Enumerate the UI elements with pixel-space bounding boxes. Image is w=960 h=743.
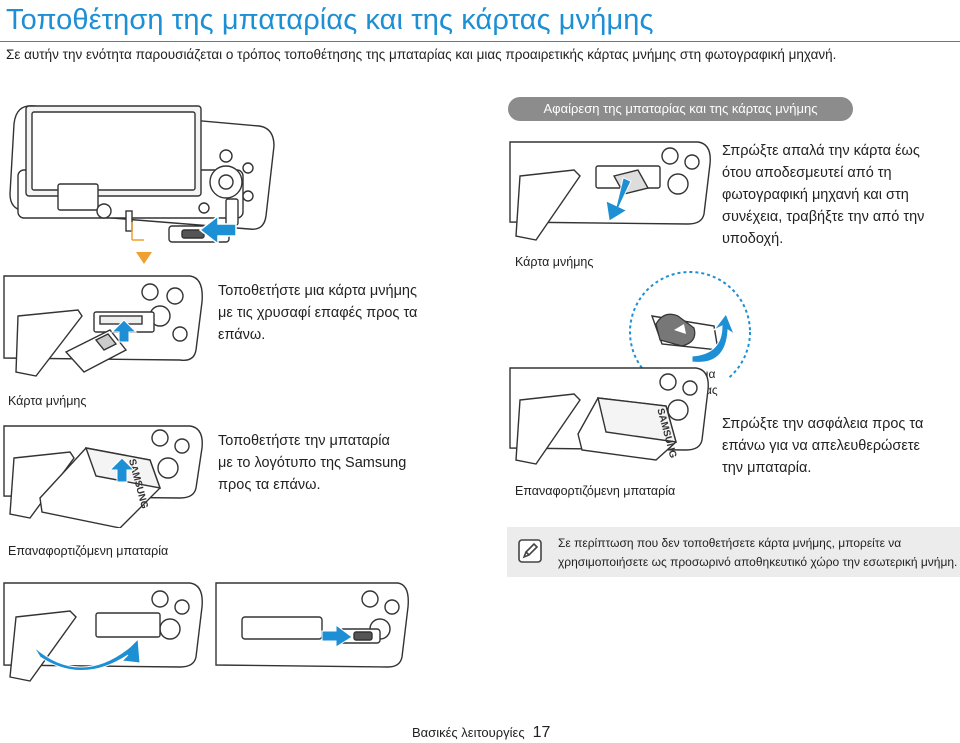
page-footer: Βασικές λειτουργίες 17 [412, 724, 550, 742]
remove-card-illustration [509, 141, 711, 241]
note-box [507, 527, 960, 577]
camera-open-compartment-illustration [9, 105, 275, 246]
remove-battery-instruction: Σπρώξτε την ασφάλεια προς τα επάνω για ν… [722, 413, 923, 479]
note-pencil-icon [518, 539, 542, 563]
remove-section-header: Αφαίρεση της μπαταρίας και της κάρτας μν… [508, 97, 853, 121]
page-number: 17 [532, 724, 551, 741]
note-line: χρησιμοποιήσετε ως προσωρινό αποθηκευτικ… [558, 555, 958, 569]
remove-card-line: ότου αποδεσμευτεί από τη [722, 165, 892, 181]
remove-card-line: υποδοχή. [722, 231, 784, 247]
footer-section: Βασικές λειτουργίες [412, 725, 525, 740]
battery-lock-magnifier-illustration [629, 271, 751, 378]
remove-card-label: Κάρτα μνήμης [515, 255, 594, 269]
insert-battery-instruction: Τοποθετήστε την μπαταρία με το λογότυπο … [218, 430, 406, 496]
lock-cover-illustration [215, 582, 409, 668]
remove-card-line: συνέχεια, τραβήξτε την από την [722, 209, 925, 225]
remove-card-instruction: Σπρώξτε απαλά την κάρτα έως ότου αποδεσμ… [722, 140, 924, 250]
step-down-arrow-icon [131, 222, 152, 264]
page-title: Τοποθέτηση της μπαταρίας και της κάρτας … [6, 4, 654, 36]
insert-card-line: με τις χρυσαφί επαφές προς τα [218, 305, 418, 321]
insert-card-line: Τοποθετήστε μια κάρτα μνήμης [218, 283, 417, 299]
insert-card-label: Κάρτα μνήμης [8, 394, 87, 408]
close-cover-illustration [3, 582, 203, 682]
insert-battery-line: προς τα επάνω. [218, 477, 321, 493]
note-text: Σε περίπτωση που δεν τοποθετήσετε κάρτα … [558, 534, 958, 572]
insert-battery-illustration: SAMSUNG [3, 425, 203, 528]
insert-card-illustration [3, 275, 203, 377]
insert-battery-line: Τοποθετήστε την μπαταρία [218, 433, 390, 449]
title-rule [0, 41, 960, 42]
remove-battery-label: Επαναφορτιζόμενη μπαταρία [515, 484, 676, 498]
note-line: Σε περίπτωση που δεν τοποθετήσετε κάρτα … [558, 536, 902, 550]
insert-card-instruction: Τοποθετήστε μια κάρτα μνήμης με τις χρυσ… [218, 280, 417, 346]
remove-battery-illustration: SAMSUNG [509, 367, 709, 465]
remove-battery-line: Σπρώξτε την ασφάλεια προς τα [722, 416, 924, 432]
remove-battery-line: επάνω για να απελευθερώσετε [722, 438, 920, 454]
remove-card-line: φωτογραφική μηχανή και στη [722, 187, 909, 203]
insert-battery-line: με το λογότυπο της Samsung [218, 455, 407, 471]
insert-card-line: επάνω. [218, 327, 266, 343]
remove-card-line: Σπρώξτε απαλά την κάρτα έως [722, 143, 920, 159]
remove-battery-line: την μπαταρία. [722, 460, 812, 476]
page-subtitle: Σε αυτήν την ενότητα παρουσιάζεται ο τρό… [6, 47, 837, 62]
insert-battery-label: Επαναφορτιζόμενη μπαταρία [8, 544, 169, 558]
